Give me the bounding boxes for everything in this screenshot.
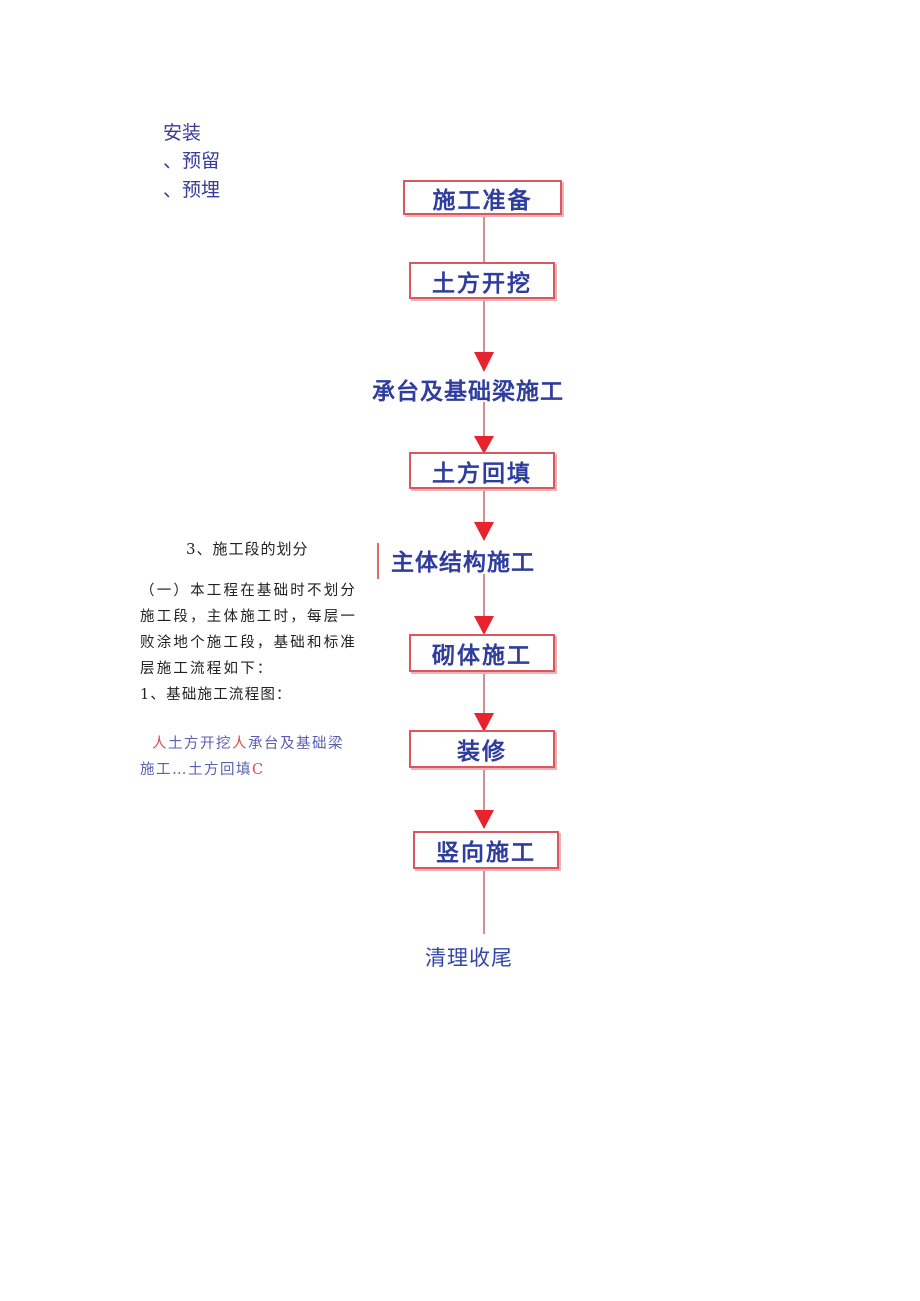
note-install: 安装 [163,122,202,144]
arrowhead-3 [474,352,494,372]
arrowhead-8 [474,810,494,829]
flow-step-vertical: 竖向施工 [413,831,559,869]
flow-step-preparation: 施工准备 [403,180,562,215]
note-reserve: 、预留 [163,150,221,172]
inline-arrow-glyph: C [252,762,265,778]
flow-step-backfill: 土方回填 [409,452,555,489]
paragraph-line: 败涂地个施工段，基础和标准 [140,635,358,651]
arrowhead-7 [474,713,494,732]
inline-arrow-glyph: 人 [152,736,168,752]
arrowhead-5 [474,522,494,541]
flow-step-cleanup: 清理收尾 [425,946,513,970]
inline-step-backfill: 施工…土方回填 [140,762,252,778]
inline-step-pile-cap: 承台及基础梁 [248,736,344,752]
flow-step-masonry: 砌体施工 [409,634,555,672]
inline-flow-line-1: 人土方开挖人承台及基础梁 [152,731,344,757]
paragraph-line: 层施工流程如下： [140,661,274,677]
flow-step-main-structure: 主体结构施工 [391,549,535,576]
construction-paragraph: （一）本工程在基础时不划分 施工段，主体施工时，每层一 败涂地个施工段，基础和标… [140,578,357,682]
note-embed: 、预埋 [163,179,221,201]
flow-step-decoration: 装修 [409,730,555,768]
section-title: 3、施工段的划分 [186,540,309,558]
arrowhead-4 [474,436,494,454]
paragraph-line: 施工段，主体施工时，每层一 [140,609,358,625]
inline-arrow-glyph: 人 [232,736,248,752]
inline-step-excavation: 土方开挖 [168,736,232,752]
inline-flow-line-2: 施工…土方回填C [140,757,265,783]
paragraph-line: （一）本工程在基础时不划分 [140,583,358,599]
subheading-foundation-flow: 1、基础施工流程图： [140,687,292,703]
flow-step-pile-cap-beam: 承台及基础梁施工 [372,378,564,405]
arrowhead-6 [474,616,494,635]
flow-step-excavation: 土方开挖 [409,262,555,299]
